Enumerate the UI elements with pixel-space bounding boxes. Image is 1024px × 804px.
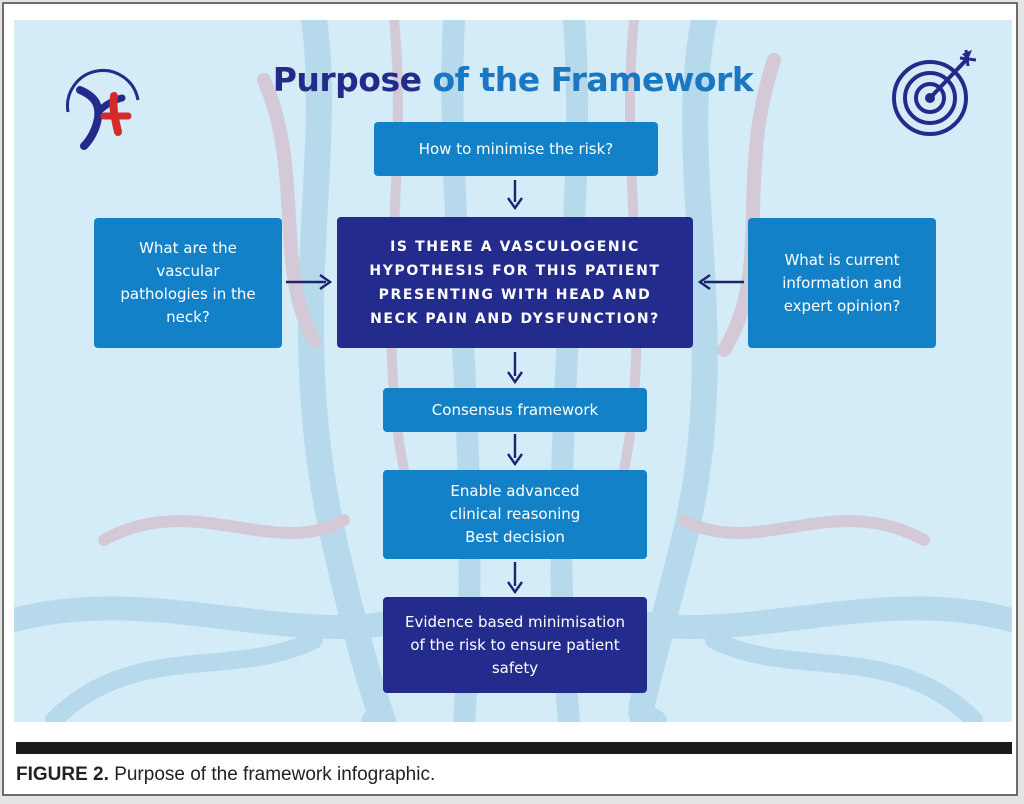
arrow-right — [286, 274, 332, 290]
caption-label: FIGURE 2. — [16, 764, 109, 785]
caption-divider — [16, 742, 1012, 754]
arrow-down-2 — [507, 352, 523, 384]
vessel-logo-icon — [66, 69, 140, 150]
title-part-1: Purpose — [272, 60, 422, 99]
figure-caption: FIGURE 2. Purpose of the framework infog… — [16, 764, 435, 786]
box-clinical-reasoning: Enable advanced clinical reasoning Best … — [383, 470, 647, 559]
box-expert-opinion: What is current information and expert o… — [748, 218, 936, 348]
title-part-2: of the Framework — [432, 60, 754, 99]
box-patient-safety: Evidence based minimisation of the risk … — [383, 597, 647, 693]
arrow-down-1 — [507, 180, 523, 210]
box-vascular-pathologies: What are the vascular pathologies in the… — [94, 218, 282, 348]
arrow-down-3 — [507, 434, 523, 466]
caption-text: Purpose of the framework infographic. — [114, 764, 436, 785]
box-minimise-risk: How to minimise the risk? — [374, 122, 658, 176]
arrow-left — [698, 274, 744, 290]
page-title: Purpose of the Framework — [14, 60, 1012, 99]
arrow-down-4 — [507, 562, 523, 594]
target-arrow-icon — [892, 49, 977, 136]
box-vasculogenic-hypothesis: IS THERE A VASCULOGENIC HYPOTHESIS FOR T… — [337, 217, 693, 348]
infographic-canvas: Purpose of the Framework How to minimise… — [14, 20, 1012, 722]
box-consensus-framework: Consensus framework — [383, 388, 647, 432]
